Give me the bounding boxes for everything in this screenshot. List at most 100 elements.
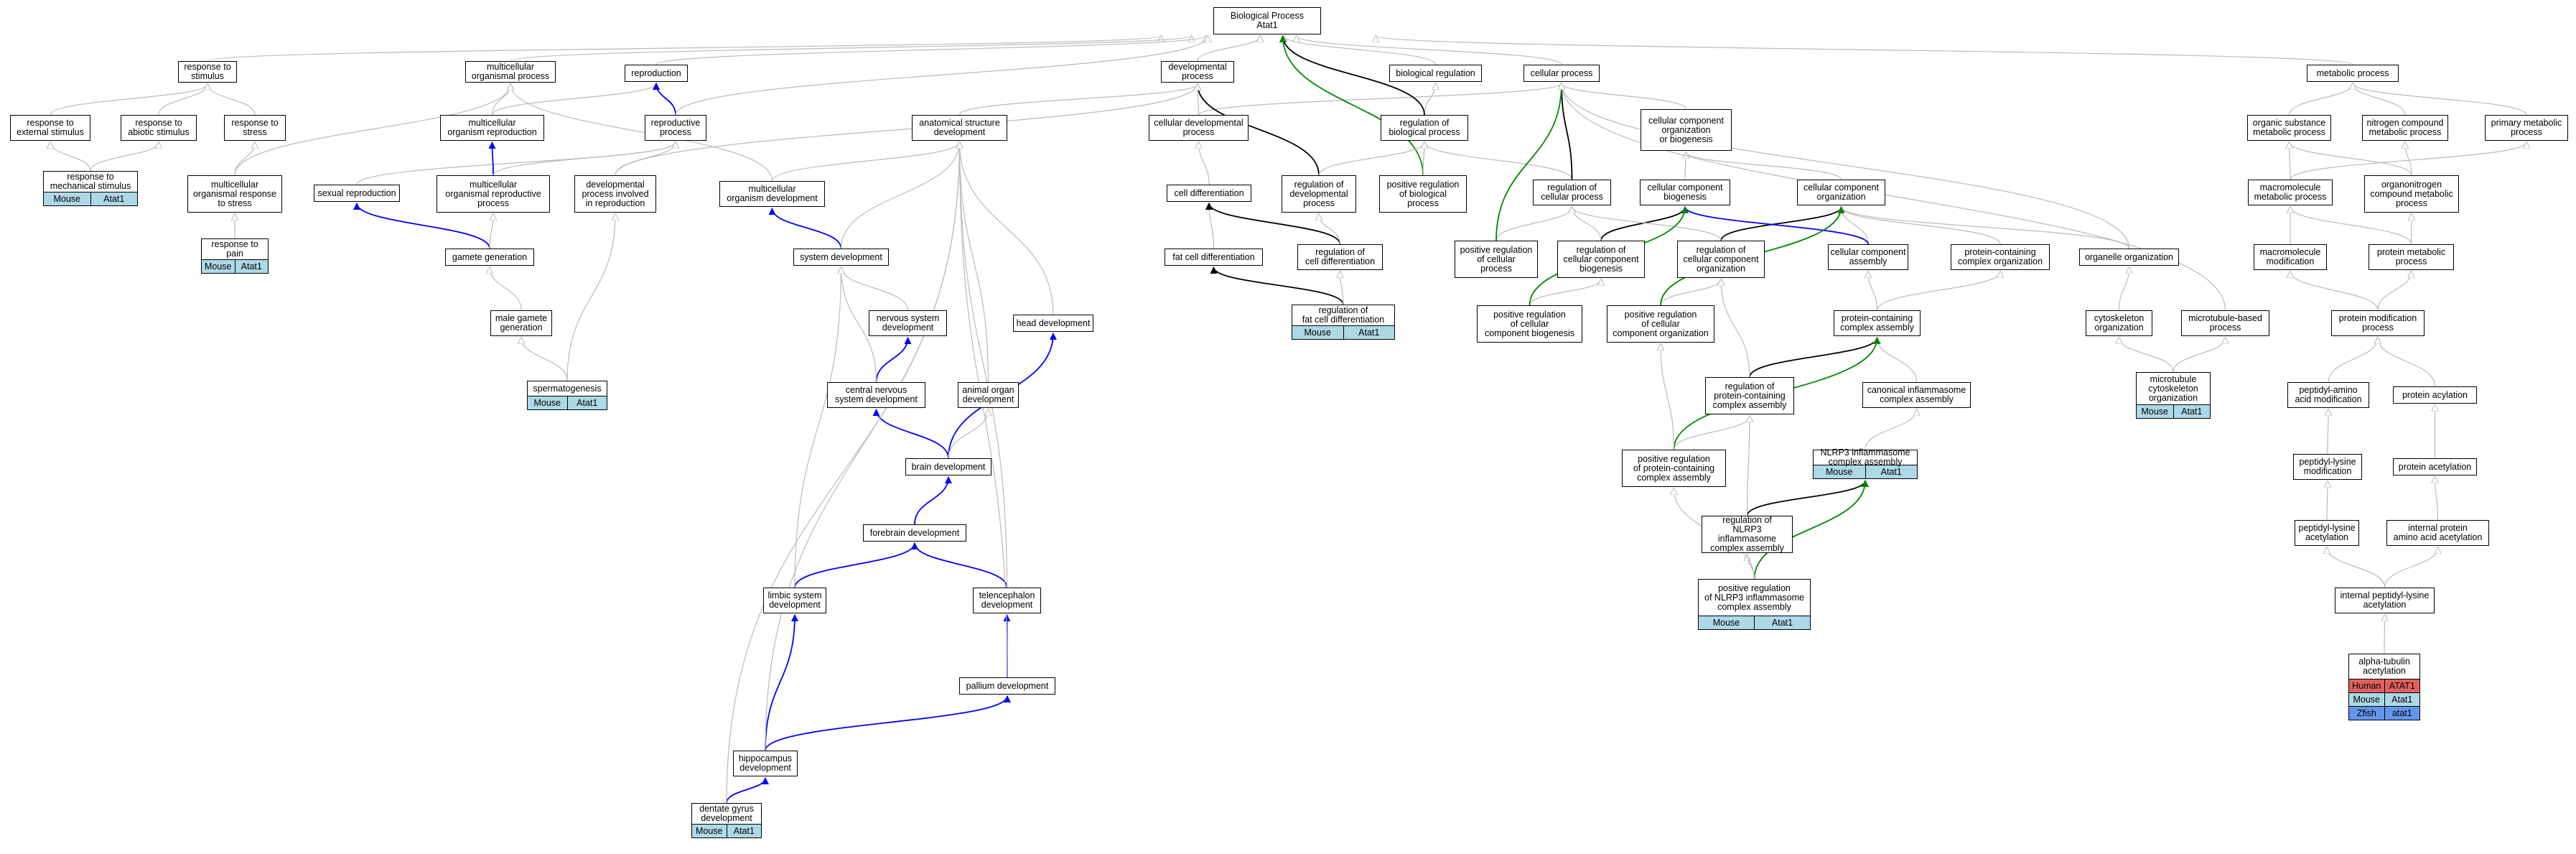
relation-edge-part-of [1194, 83, 1320, 176]
go-term-node[interactable]: microtubule-based process [2181, 310, 2269, 336]
go-term-node[interactable]: positive regulation of cellular componen… [1477, 305, 1582, 343]
go-term-node[interactable]: cellular component assembly [1828, 244, 1908, 270]
go-term-node[interactable]: multicellular organism reproduction [440, 115, 544, 141]
relation-edge-is-a [960, 142, 1008, 588]
go-term-node[interactable]: pallium development [959, 677, 1055, 695]
go-term-node[interactable]: macromolecule modification [2254, 244, 2327, 270]
go-term-label: response to mechanical stimulus [43, 171, 138, 192]
go-term-node[interactable]: regulation of developmental process [1282, 175, 1356, 213]
relation-edge-is-a [1868, 271, 1878, 311]
go-term-node[interactable]: canonical inflammasome complex assembly [1862, 382, 1971, 408]
go-term-node[interactable]: head development [1013, 315, 1093, 332]
relation-edge-is-a [1199, 142, 1210, 185]
go-term-node[interactable]: telencephalon development [973, 588, 1041, 613]
go-term-node[interactable]: cellular developmental process [1149, 115, 1249, 141]
relation-edge-positively-regulates [1495, 83, 1565, 241]
go-term-node[interactable]: forebrain development [863, 524, 966, 542]
go-term-node[interactable]: response to abiotic stimulus [121, 115, 197, 141]
go-term-node[interactable]: regulation of cell differentiation [1297, 244, 1383, 270]
go-term-node[interactable]: protein-containing complex assembly [1834, 310, 1921, 336]
go-term-node[interactable]: positive regulation of cellular process [1455, 241, 1538, 278]
relation-edge-is-a [1318, 142, 1424, 176]
go-term-node[interactable]: regulation of biological process [1381, 115, 1468, 141]
relation-edge-is-a [1842, 207, 1869, 245]
relation-edge-regulates [1681, 206, 1869, 245]
relation-edge-regulates [914, 476, 952, 525]
go-term-node[interactable]: sexual reproduction [314, 185, 400, 202]
go-term-node[interactable]: positive regulation of cellular componen… [1607, 305, 1714, 343]
go-term-node[interactable]: regulation of cellular process [1533, 180, 1611, 205]
go-term-node[interactable]: central nervous system development [827, 382, 925, 408]
go-term-node[interactable]: primary metabolic process [2485, 115, 2568, 141]
go-term-node[interactable]: cellular component organization [1797, 180, 1885, 205]
go-term-node[interactable]: multicellular organismal reproductive pr… [437, 175, 550, 213]
go-term-node[interactable]: anatomical structure development [912, 115, 1007, 141]
relation-edge-is-a [1721, 279, 1750, 378]
go-term-node[interactable]: gamete generation [445, 249, 534, 266]
go-term-node[interactable]: brain development [905, 458, 991, 475]
go-term-node[interactable]: regulation of cellular component organiz… [1677, 241, 1765, 278]
go-term-node[interactable]: Biological Process Atat1 [1213, 7, 1321, 34]
go-term-node[interactable]: response to external stimulus [10, 115, 90, 141]
go-term-node[interactable]: biological regulation [1389, 65, 1482, 82]
go-term-node[interactable]: nervous system development [869, 310, 947, 336]
go-term-node[interactable]: protein modification process [2331, 310, 2425, 336]
go-term-node[interactable]: developmental process involved in reprod… [574, 175, 656, 213]
go-term-node[interactable]: macromolecule metabolic process [2248, 180, 2333, 205]
go-term-node[interactable]: response to stimulus [178, 61, 237, 83]
go-term-node[interactable]: organic substance metabolic process [2247, 115, 2331, 141]
go-term-node[interactable]: internal protein amino acid acetylation [2386, 520, 2489, 546]
go-term-node[interactable]: protein metabolic process [2369, 244, 2454, 270]
go-term-node[interactable]: metabolic process [2307, 65, 2399, 82]
go-term-node[interactable]: organonitrogen compound metabolic proces… [2364, 175, 2459, 213]
go-term-node[interactable]: organelle organization [2079, 249, 2179, 266]
go-term-node[interactable]: positive regulation of protein-containin… [1622, 450, 1726, 487]
relation-edge-is-a [2290, 142, 2526, 180]
go-term-node[interactable]: peptidyl-lysine modification [2293, 454, 2362, 480]
go-term-node[interactable]: animal organ development [958, 382, 1019, 408]
go-term-node[interactable]: response to stress [224, 115, 286, 141]
go-term-node[interactable]: male gamete generation [490, 310, 552, 336]
go-term-node[interactable]: cellular component organization or bioge… [1641, 109, 1732, 151]
go-term-node[interactable]: regulation of cellular component biogene… [1557, 241, 1645, 278]
species-name: Mouse [2349, 693, 2385, 706]
go-term-node[interactable]: cell differentiation [1167, 185, 1251, 202]
go-term-node[interactable]: system development [793, 249, 889, 266]
go-term-node[interactable]: protein acetylation [2393, 458, 2477, 475]
go-term-node[interactable]: internal peptidyl-lysine acetylation [2335, 588, 2435, 613]
go-term-node[interactable]: multicellular organismal response to str… [187, 175, 282, 213]
gene-symbol: Atat1 [1771, 617, 1793, 628]
go-term-node[interactable]: protein-containing complex organization [1951, 244, 2050, 270]
go-term-node[interactable]: cellular process [1523, 65, 1600, 82]
relation-edge-regulates [794, 542, 918, 588]
go-term-node[interactable]: multicellular organism development [719, 181, 825, 207]
go-term-node[interactable]: peptidyl-lysine acetylation [2295, 520, 2359, 546]
go-term-node[interactable]: positive regulation of biological proces… [1379, 175, 1467, 213]
go-term-node[interactable]: positive regulation of NLRP3 inflammasom… [1698, 579, 1811, 630]
go-term-node[interactable]: reproduction [625, 65, 688, 82]
go-term-node[interactable]: developmental process [1161, 61, 1234, 83]
relation-edge-is-a [958, 84, 1198, 116]
go-term-node[interactable]: peptidyl-amino acid modification [2287, 382, 2369, 408]
go-term-node[interactable]: limbic system development [763, 588, 826, 613]
go-term-node[interactable]: fat cell differentiation [1165, 249, 1263, 266]
go-term-node[interactable]: regulation of NLRP3 inflammasome complex… [1702, 516, 1793, 553]
go-term-node[interactable]: nitrogen compound metabolic process [2362, 115, 2448, 141]
go-term-node[interactable]: reproductive process [645, 115, 706, 141]
go-term-node[interactable]: multicellular organismal process [465, 61, 556, 83]
go-term-node[interactable]: protein acylation [2393, 386, 2477, 404]
go-term-node[interactable]: cytoskeleton organization [2086, 310, 2152, 336]
go-term-node[interactable]: cellular component biogenesis [1640, 180, 1730, 205]
go-term-node[interactable]: regulation of protein-containing complex… [1705, 377, 1794, 414]
go-term-node[interactable]: hippocampus development [733, 751, 798, 776]
